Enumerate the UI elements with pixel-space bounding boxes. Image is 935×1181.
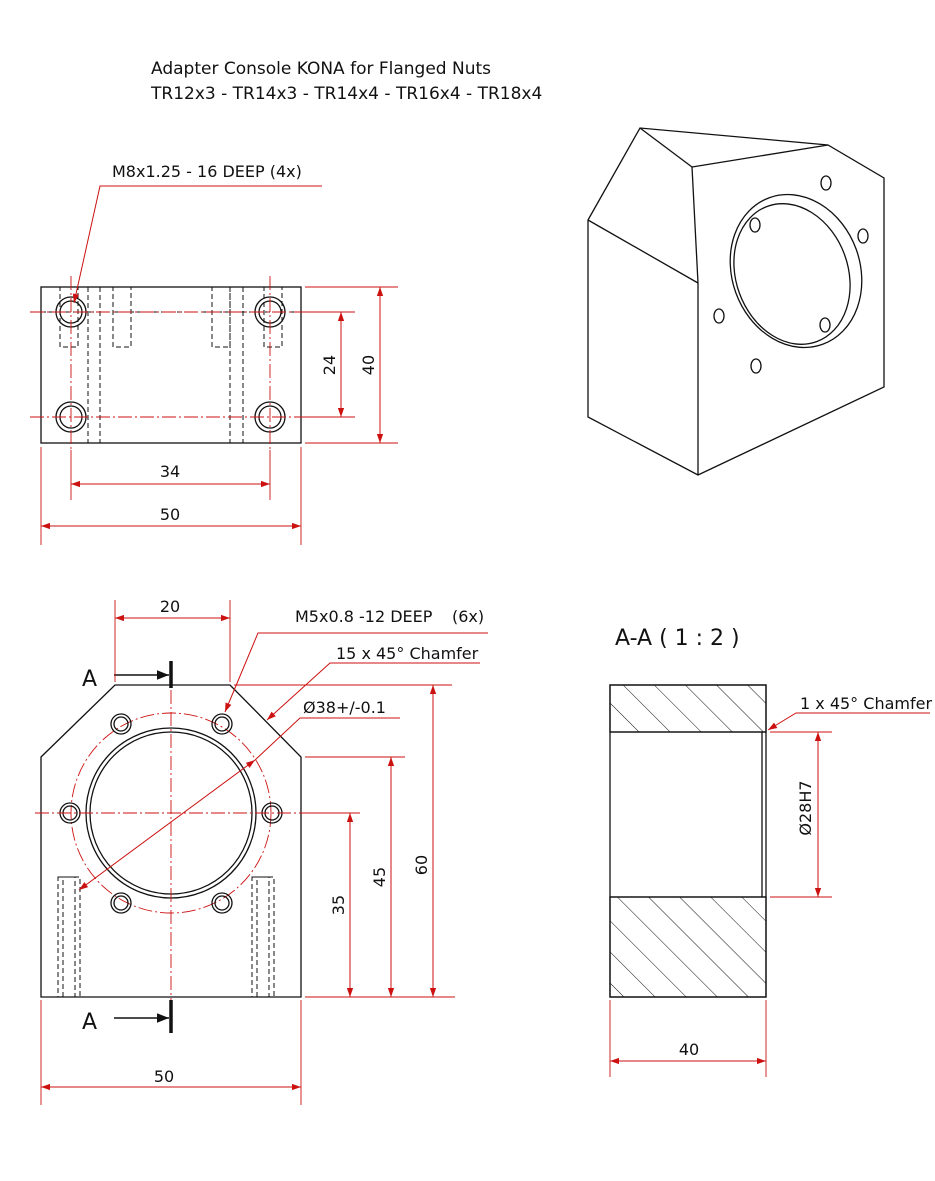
thread-count-6x: (6x)	[452, 607, 484, 626]
dim-hole-spacing-24: 24	[320, 355, 339, 375]
hidden-tapped-holes	[59, 286, 283, 443]
chamfer-callout-15: 15 x 45° Chamfer	[336, 644, 479, 663]
isometric-view	[587, 127, 885, 476]
bore-dimension: Ø28H7	[796, 780, 815, 835]
front-view-holes	[59, 713, 283, 914]
thread-callout-m8: M8x1.25 - 16 DEEP (4x)	[112, 162, 302, 181]
chamfer-callout-1: 1 x 45° Chamfer	[800, 694, 932, 713]
thread-callout-m5: M5x0.8 -12 DEEP	[295, 607, 433, 626]
dim-height-45: 45	[370, 867, 389, 887]
dim-width-50-top: 50	[160, 505, 180, 524]
dim-flat-20: 20	[160, 597, 180, 616]
section-marker-a-top: A	[82, 667, 97, 692]
dim-depth-40: 40	[359, 355, 378, 375]
dim-length-40: 40	[679, 1040, 699, 1059]
bolt-circle-callout: Ø38+/-0.1	[303, 698, 386, 717]
section-marker-a-bottom: A	[82, 1010, 97, 1035]
drawing-title: Adapter Console KONA for Flanged Nuts	[151, 59, 491, 79]
dim-width-50-front: 50	[154, 1067, 174, 1086]
top-view-holes	[55, 296, 286, 433]
front-view-outline	[40, 684, 302, 998]
section-hatch-top	[609, 684, 767, 733]
dim-height-35: 35	[329, 895, 348, 915]
section-title: A-A ( 1 : 2 )	[615, 626, 740, 651]
front-view: Ø38+/-0.1 A A M5x0.8 -12 DEEP (6x) 15 x …	[35, 597, 488, 1105]
front-hidden-holes	[57, 876, 275, 998]
dim-height-60: 60	[412, 855, 431, 875]
section-view: A-A ( 1 : 2 ) 1 x 45° Chamfer Ø28H7 40	[609, 626, 932, 1077]
isometric-holes	[713, 175, 869, 374]
top-view-outline	[40, 286, 302, 444]
section-hatch-bottom	[609, 896, 767, 998]
top-view: M8x1.25 - 16 DEEP (4x) 34 50 24 40	[30, 162, 398, 545]
drawing-subtitle: TR12x3 - TR14x3 - TR14x4 - TR16x4 - TR18…	[150, 84, 542, 104]
dim-hole-spacing-34: 34	[160, 462, 180, 481]
